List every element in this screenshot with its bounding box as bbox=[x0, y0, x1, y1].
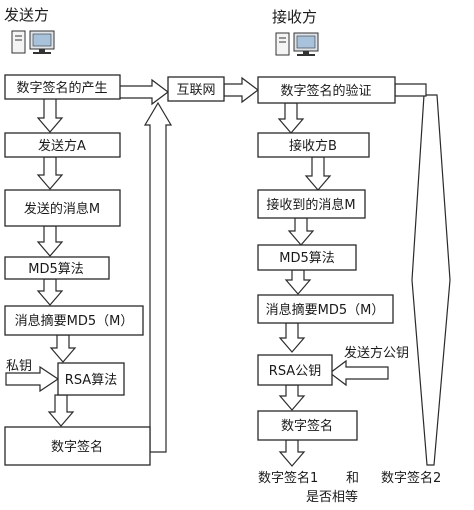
receiver-step-3: 接收到的消息M bbox=[266, 197, 355, 213]
receiver-box-signature-verification: 数字签名的验证 bbox=[257, 76, 396, 104]
sender-title: 发送方 bbox=[4, 6, 49, 24]
receiver-box-rsa-public-key: RSA公钥 bbox=[257, 354, 333, 386]
private-key-label: 私钥 bbox=[6, 359, 32, 374]
signature-2-label: 数字签名2 bbox=[381, 470, 441, 486]
sender-step-4: MD5算法 bbox=[28, 262, 84, 277]
receiver-box-receiver-b: 接收方B bbox=[257, 132, 370, 158]
sender-box-signature-generation: 数字签名的产生 bbox=[4, 74, 121, 100]
receiver-title: 接收方 bbox=[272, 8, 317, 26]
receiver-to-check-arrow bbox=[394, 83, 427, 97]
sender-step-2: 发送方A bbox=[38, 138, 86, 154]
sender-box-signature: 数字签名 bbox=[4, 426, 151, 466]
sender-to-internet-arrow bbox=[118, 78, 169, 106]
receiver-step-5: 消息摘要MD5（M） bbox=[266, 302, 385, 318]
receiver-down-arrows bbox=[277, 102, 332, 467]
return-up-arrow bbox=[143, 101, 173, 453]
receiver-box-signature: 数字签名 bbox=[257, 410, 358, 441]
sender-step-5: 消息摘要MD5（M） bbox=[15, 313, 134, 329]
receiver-step-7: 数字签名 bbox=[281, 418, 333, 434]
receiver-computer-icon bbox=[275, 32, 319, 56]
receiver-box-message: 接收到的消息M bbox=[257, 189, 366, 219]
receiver-box-md5: MD5算法 bbox=[257, 244, 357, 271]
internet-to-receiver-arrow bbox=[223, 76, 259, 104]
internet-box: 互联网 bbox=[167, 76, 225, 102]
sender-box-sender-a: 发送方A bbox=[4, 132, 121, 158]
receiver-step-6: RSA公钥 bbox=[269, 364, 321, 379]
receiver-box-digest: 消息摘要MD5（M） bbox=[257, 294, 394, 324]
sender-step-3: 发送的消息M bbox=[24, 201, 100, 217]
receiver-step-1: 数字签名的验证 bbox=[280, 83, 371, 99]
receiver-step-2: 接收方B bbox=[289, 138, 337, 154]
sender-step-7: 数字签名 bbox=[51, 439, 103, 455]
private-key-arrow bbox=[5, 365, 60, 393]
sender-box-md5: MD5算法 bbox=[4, 256, 110, 280]
sender-step-1: 数字签名的产生 bbox=[16, 80, 107, 96]
sender-box-rsa: RSA算法 bbox=[57, 362, 125, 396]
sender-box-message: 发送的消息M bbox=[4, 189, 121, 227]
sender-computer-icon bbox=[11, 30, 55, 54]
sender-down-arrows bbox=[36, 97, 77, 427]
signature-1-label: 数字签名1 bbox=[258, 470, 318, 486]
internet-label: 互联网 bbox=[176, 83, 215, 98]
sender-public-key-label: 发送方公钥 bbox=[344, 345, 409, 361]
receiver-step-4: MD5算法 bbox=[279, 251, 335, 266]
and-label: 和 bbox=[346, 471, 359, 486]
signature-down-arrow bbox=[411, 94, 451, 466]
sender-step-6: RSA算法 bbox=[65, 373, 117, 388]
compare-label: 是否相等 bbox=[306, 489, 358, 505]
sender-box-digest: 消息摘要MD5（M） bbox=[4, 305, 144, 336]
public-key-arrow bbox=[329, 359, 389, 387]
